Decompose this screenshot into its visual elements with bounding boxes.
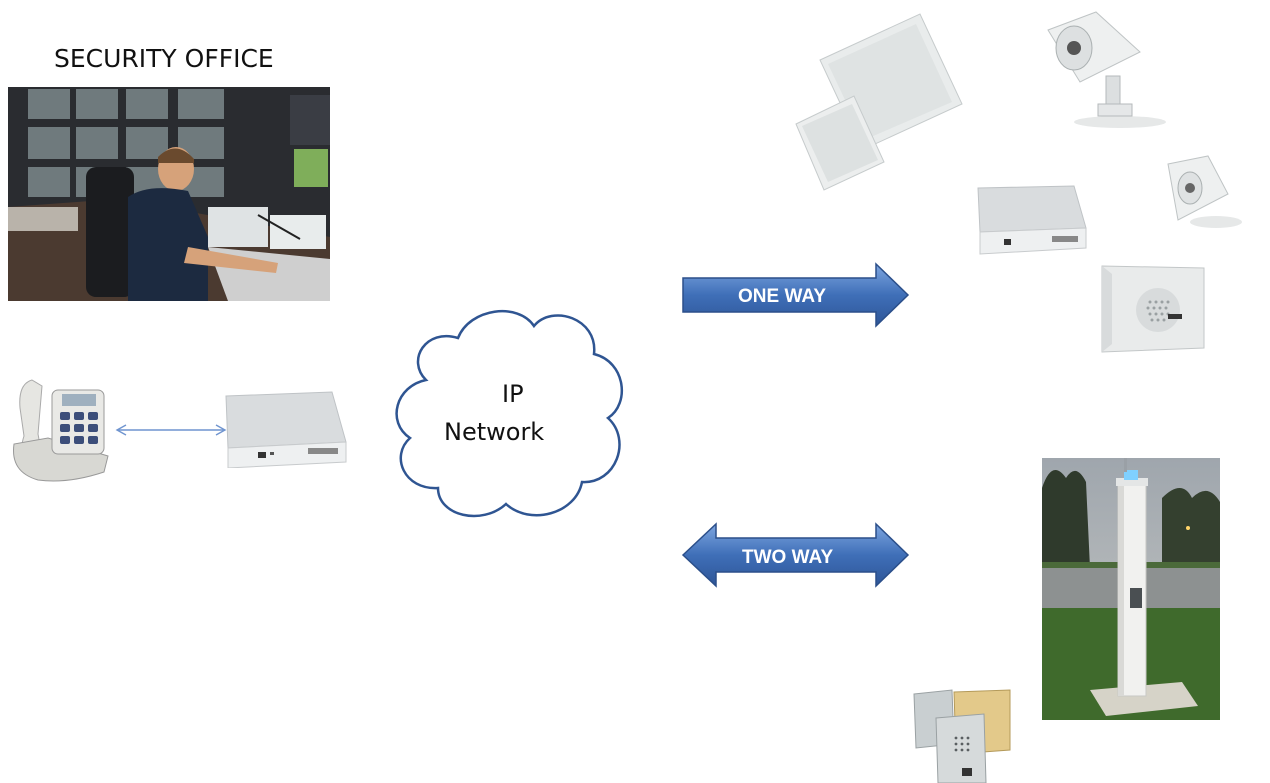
cloud-shape (395, 310, 623, 518)
intercom-panel-icon (912, 688, 1012, 783)
wall-speaker-icon (1100, 264, 1208, 354)
one-way-label: ONE WAY (738, 286, 826, 307)
two-way-arrow: TWO WAY (680, 522, 912, 588)
security-office-photo (8, 87, 330, 301)
two-way-label: TWO WAY (742, 547, 833, 568)
amplifier-box-icon (976, 184, 1088, 256)
security-office-label: SECURITY OFFICE (54, 44, 274, 73)
network-label-line1: IP (502, 380, 524, 408)
emergency-tower-photo (1042, 458, 1220, 720)
ceiling-speaker-icon (792, 12, 968, 196)
horn-speaker-icon (1040, 10, 1170, 128)
phone-link-arrow (112, 422, 230, 438)
network-label-line2: Network (444, 418, 544, 446)
ip-network-cloud: IP Network (386, 300, 634, 528)
horn-speaker-small-icon (1164, 154, 1244, 234)
telephone-icon (8, 376, 114, 486)
gateway-box-icon (224, 390, 348, 468)
one-way-arrow: ONE WAY (680, 262, 912, 328)
